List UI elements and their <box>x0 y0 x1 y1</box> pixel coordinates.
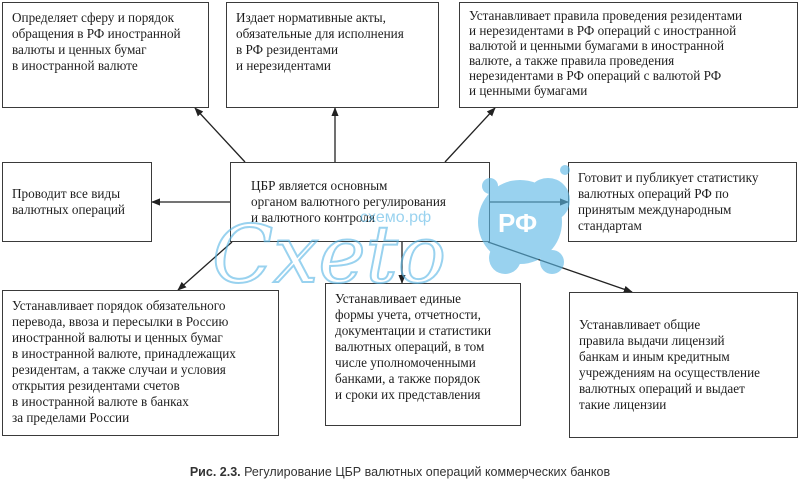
caption-label: Рис. 2.3. <box>189 465 241 479</box>
box-center-cbr: ЦБР является основным органом валютного … <box>230 162 490 242</box>
box-top-center: Издает нормативные акты, обязательные дл… <box>226 2 439 108</box>
figure-caption: Рис. 2.3. Регулирование ЦБР валютных опе… <box>0 465 800 479</box>
box-top-right: Устанавливает правила проведения резиден… <box>459 2 798 108</box>
box-bottom-right: Устанавливает общие правила выдачи лицен… <box>569 292 798 438</box>
arrow-to-top-right <box>444 107 496 163</box>
box-bottom-left: Устанавливает порядок обязательного пере… <box>2 290 279 436</box>
box-bottom-center: Устанавливает единые формы учета, отчетн… <box>325 283 521 426</box>
box-top-left: Определяет сферу и порядок обращения в Р… <box>2 2 209 108</box>
arrow-to-top-left <box>194 107 246 163</box>
box-mid-right: Готовит и публикует статистику валютных … <box>568 162 797 242</box>
caption-text: Регулирование ЦБР валютных операций комм… <box>244 465 611 479</box>
arrow-to-bottom-left <box>177 241 233 291</box>
box-mid-left: Проводит все виды валютных операций <box>2 162 152 242</box>
